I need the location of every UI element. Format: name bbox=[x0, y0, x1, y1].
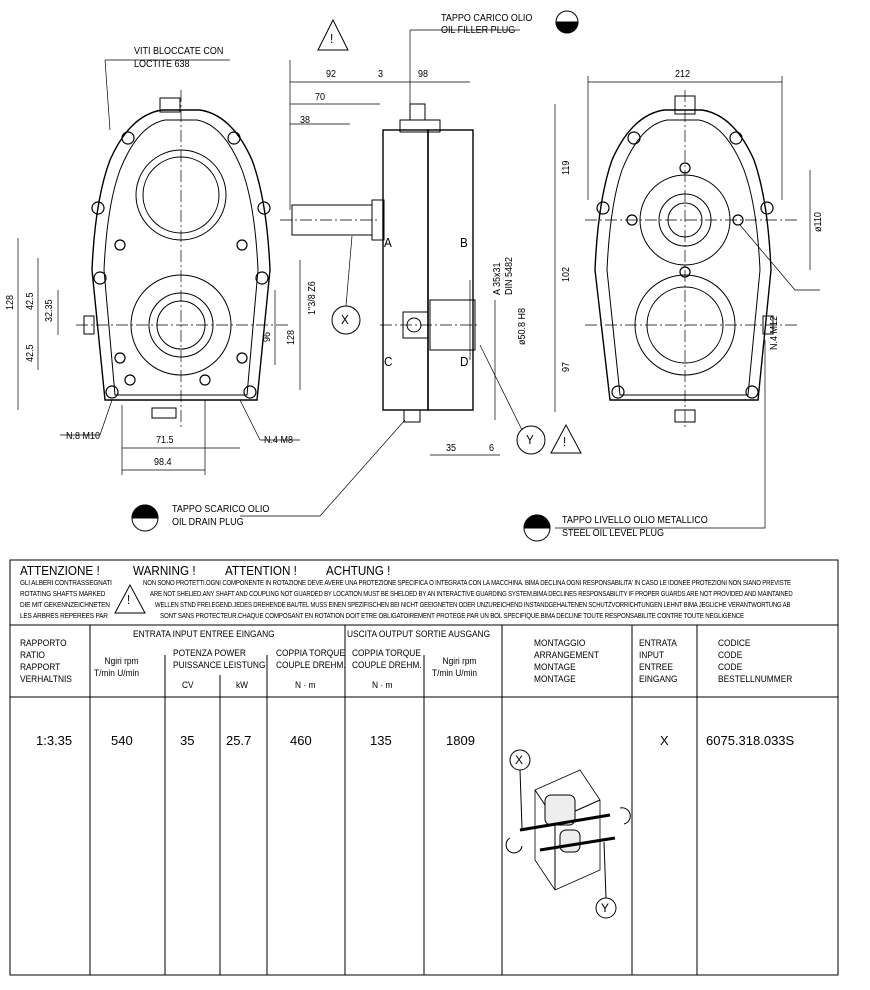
arrangement-marker-x: X bbox=[515, 753, 524, 767]
warning-left-1: GLI ALBERI CONTRASSEGNATI bbox=[20, 578, 112, 587]
drain-note-1: TAPPO SCARICO OLIO bbox=[172, 504, 270, 515]
dim-3: 3 bbox=[378, 69, 384, 80]
header-nm-out: N · m bbox=[372, 680, 393, 691]
warning-right-2: ARE NOT SHELIED.ANY SHAFT AND COUPLING N… bbox=[150, 589, 793, 598]
rear-threads: N.4 M12 bbox=[769, 315, 780, 350]
cell-rpm-in: 540 bbox=[111, 733, 133, 748]
dim-212: 212 bbox=[675, 69, 691, 80]
dim-42-5-top: 42.5 bbox=[25, 292, 36, 310]
arrangement-diagram bbox=[505, 749, 631, 919]
level-note-1: TAPPO LIVELLO OLIO METALLICO bbox=[562, 515, 708, 526]
spec-table-lines bbox=[9, 559, 839, 976]
warning-left-3: DIE MIT GEKENNZEICHNETEN bbox=[20, 600, 110, 609]
dim-119: 119 bbox=[561, 160, 572, 175]
marker-a: A bbox=[384, 235, 392, 250]
dim-6: 6 bbox=[489, 443, 495, 454]
warning-right-1: NON SONO PROTETTI.OGNI COMPONENTE IN ROT… bbox=[143, 578, 791, 587]
cell-rpm-out: 1809 bbox=[446, 733, 475, 748]
front-threads-m10: N.8 M10 bbox=[66, 431, 101, 442]
dim-35: 35 bbox=[446, 443, 457, 454]
filler-note-1: TAPPO CARICO OLIO bbox=[441, 13, 533, 24]
dim-110: ø110 bbox=[813, 212, 824, 232]
warning-right-4: SONT SANS PROTECTEUR.CHAQUE COMPOSANT EN… bbox=[160, 611, 745, 620]
dim-98-4: 98.4 bbox=[154, 457, 172, 468]
cell-torque-in: 460 bbox=[290, 733, 312, 748]
dim-70: 70 bbox=[315, 92, 326, 103]
marker-d: D bbox=[460, 354, 469, 369]
marker-b: B bbox=[460, 235, 468, 250]
bore-diameter: ø50.8 H8 bbox=[517, 307, 528, 345]
marker-c: C bbox=[384, 354, 393, 369]
cell-kw: 25.7 bbox=[226, 733, 252, 748]
warning-icon: ! bbox=[563, 434, 567, 449]
warning-triangle-icon: ! bbox=[127, 592, 131, 607]
warning-title-en: WARNING ! bbox=[133, 563, 196, 578]
header-output-group: USCITA OUTPUT SORTIE AUSGANG bbox=[347, 629, 491, 640]
front-view bbox=[17, 59, 301, 475]
dim-128-left: 128 bbox=[5, 294, 16, 310]
dim-128-right: 128 bbox=[286, 329, 297, 345]
loctite-note-2: LOCTITE 638 bbox=[134, 59, 190, 70]
warning-icon: ! bbox=[330, 31, 334, 46]
header-nm-in: N · m bbox=[295, 680, 316, 691]
output-spline-din: DIN 5482 bbox=[504, 256, 515, 295]
warning-left-4: LES ARBRES REPEREES PAR bbox=[20, 611, 108, 620]
oil-plug-symbols bbox=[131, 10, 579, 542]
warning-right-3: WELLEN STND FREI.EGEND.JEDES DREHENDE BA… bbox=[155, 600, 791, 609]
cell-code: 6075.318.033S bbox=[706, 733, 795, 748]
loctite-note-1: VITI BLOCCATE CON bbox=[134, 46, 224, 57]
filler-note-2: OIL FILLER PLUG bbox=[441, 25, 516, 36]
cell-cv: 35 bbox=[180, 733, 195, 748]
side-view bbox=[240, 18, 582, 517]
dim-98: 98 bbox=[418, 69, 429, 80]
warning-title-fr: ATTENTION ! bbox=[225, 563, 297, 578]
arrangement-marker-y: Y bbox=[601, 901, 610, 915]
cell-input: X bbox=[660, 733, 669, 748]
header-input-group: ENTRATA INPUT ENTREE EINGANG bbox=[133, 629, 275, 640]
dim-42-5-bottom: 42.5 bbox=[25, 344, 36, 362]
cell-torque-out: 135 bbox=[370, 733, 392, 748]
dim-38: 38 bbox=[300, 115, 311, 126]
input-spline: 1"3/8 Z6 bbox=[307, 281, 318, 315]
dim-97: 97 bbox=[561, 361, 572, 372]
dim-71-5: 71.5 bbox=[156, 435, 174, 446]
rear-view bbox=[555, 76, 820, 529]
marker-y: Y bbox=[526, 432, 534, 447]
warning-left-2: ROTATING SHAFTS MARKED bbox=[20, 589, 106, 598]
level-note-2: STEEL OIL LEVEL PLUG bbox=[562, 528, 665, 539]
dim-32-35: 32.35 bbox=[44, 299, 55, 322]
header-kw: kW bbox=[236, 680, 249, 691]
dim-96: 96 bbox=[262, 331, 273, 342]
cell-ratio: 1:3.35 bbox=[36, 733, 73, 748]
front-threads-m8: N.4 M8 bbox=[264, 435, 294, 446]
output-spline: A 35x31 bbox=[492, 262, 503, 295]
dim-92: 92 bbox=[326, 69, 337, 80]
drain-note-2: OIL DRAIN PLUG bbox=[172, 517, 244, 528]
dim-102: 102 bbox=[561, 266, 572, 282]
marker-x: X bbox=[341, 312, 349, 327]
warning-title-it: ATTENZIONE ! bbox=[20, 563, 100, 578]
header-cv: CV bbox=[182, 680, 194, 691]
warning-title-de: ACHTUNG ! bbox=[326, 563, 391, 578]
